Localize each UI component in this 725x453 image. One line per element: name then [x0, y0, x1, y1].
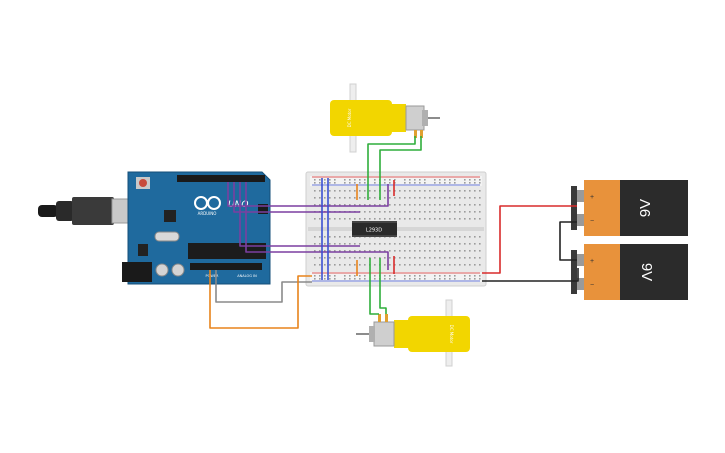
wire-purple-3[interactable]: [239, 182, 360, 247]
wire-battery-black[interactable]: [482, 268, 579, 282]
power-header-label: POWER: [206, 274, 220, 278]
arduino-uno[interactable]: UNO ARDUINO POWER ANALOG IN: [38, 171, 271, 285]
wire-purple-4[interactable]: [245, 182, 389, 270]
arduino-brand-text: ARDUINO: [198, 211, 217, 216]
wire-green-top-2[interactable]: [379, 136, 422, 200]
battery-bottom-plus: +: [590, 258, 594, 265]
wire-green-bottom-1[interactable]: [369, 258, 379, 315]
wire-green-bottom-2[interactable]: [379, 258, 387, 314]
battery-top-plus: +: [590, 194, 594, 201]
uno-text: UNO: [228, 200, 248, 210]
wire-orange-5v[interactable]: [209, 270, 312, 329]
top-motor-label: DC Motor: [347, 108, 352, 127]
wire-gray-gnd[interactable]: [215, 270, 312, 303]
wire-purple-1[interactable]: [227, 182, 389, 207]
dc-motor-top[interactable]: DC Motor: [330, 83, 440, 153]
battery-top-voltage: 9V: [637, 199, 654, 217]
chip-label: L293D: [366, 228, 382, 234]
battery-bottom-voltage: 9V: [638, 263, 655, 281]
wire-battery-red[interactable]: [482, 205, 577, 274]
breadboard-holes: [314, 179, 481, 280]
analog-header-label: ANALOG IN: [237, 274, 257, 278]
wire-purple-2[interactable]: [233, 182, 360, 213]
bottom-motor-label: DC Motor: [449, 325, 454, 344]
dc-motor-bottom[interactable]: DC Motor: [356, 299, 470, 367]
l293d-chip[interactable]: L293D: [352, 221, 397, 237]
battery-9v-top[interactable]: 9V + −: [571, 180, 688, 236]
wire-battery-series[interactable]: [559, 221, 577, 261]
arduino-logo: UNO ARDUINO: [194, 196, 248, 216]
battery-bottom-minus: −: [590, 282, 594, 289]
wires: [209, 136, 579, 329]
battery-top-minus: −: [590, 218, 594, 225]
wire-green-top-1[interactable]: [367, 136, 416, 200]
battery-9v-bottom[interactable]: 9V + −: [571, 244, 688, 300]
